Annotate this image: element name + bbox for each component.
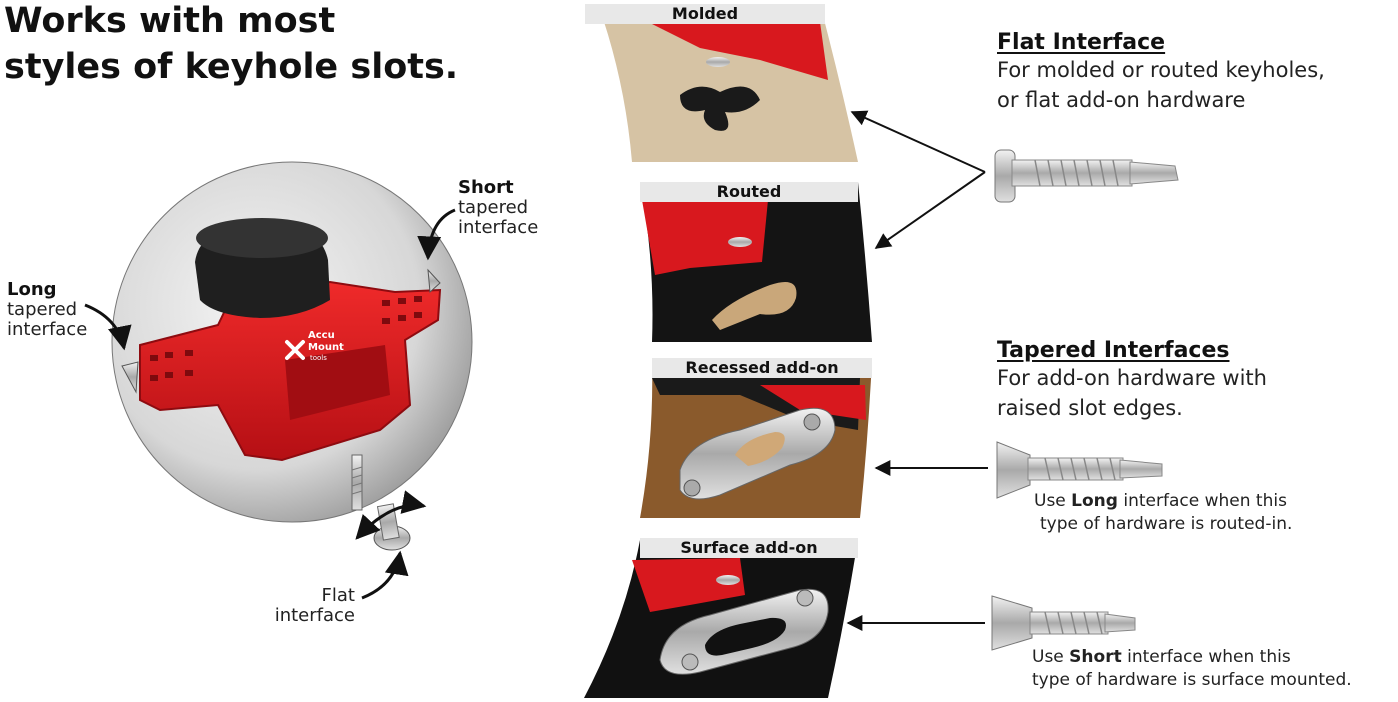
panel-routed xyxy=(640,182,872,342)
logo-text-3: tools xyxy=(310,354,327,362)
accumount-tool: Accu Mount tools xyxy=(121,218,442,551)
flat-interface-desc-2: or flat add-on hardware xyxy=(997,88,1246,112)
long-tapered-screw-image xyxy=(996,441,1163,499)
headline: Works with most styles of keyhole slots. xyxy=(4,0,458,90)
tapered-interfaces-desc-1: For add-on hardware with xyxy=(997,366,1267,390)
flat-screw-image xyxy=(994,149,1179,203)
logo-text-2: Mount xyxy=(308,342,344,353)
short-callout-bold: Short xyxy=(458,177,514,198)
panel-label-recessed: Recessed add-on xyxy=(652,358,872,378)
short-callout-arrow xyxy=(417,208,456,261)
panel-label-molded: Molded xyxy=(585,4,825,24)
short-note-pre: Use xyxy=(1032,647,1070,667)
short-callout-line3: interface xyxy=(458,217,539,238)
long-callout-line3: interface xyxy=(7,319,88,340)
flat-interface-section: Flat Interface For molded or routed keyh… xyxy=(997,30,1325,115)
short-note-line2: type of hardware is surface mounted. xyxy=(1032,670,1352,690)
tapered-interfaces-desc-2: raised slot edges. xyxy=(997,396,1183,420)
short-note: Use Short interface when this type of ha… xyxy=(1032,646,1352,692)
headline-line-1: Works with most xyxy=(4,1,336,41)
long-callout: Long tapered interface xyxy=(7,280,87,340)
flat-interface-title: Flat Interface xyxy=(997,30,1166,55)
short-tapered-screw-image xyxy=(991,595,1136,651)
panel-surface xyxy=(584,540,858,698)
long-note-pre: Use xyxy=(1034,491,1072,511)
panel-label-routed: Routed xyxy=(640,182,858,202)
accumount-logo: Accu Mount tools xyxy=(285,330,344,362)
tapered-interfaces-title: Tapered Interfaces xyxy=(997,338,1230,363)
flat-callout: Flat interface xyxy=(269,586,355,626)
flat-callout-arrow xyxy=(361,550,409,600)
short-note-post: interface when this xyxy=(1121,647,1291,667)
flat-callout-line1: Flat xyxy=(321,585,355,606)
long-note-line2: type of hardware is routed-in. xyxy=(1040,514,1293,534)
long-note-post: interface when this xyxy=(1117,491,1287,511)
headline-line-2: styles of keyhole slots. xyxy=(4,47,459,87)
panel-recessed xyxy=(640,360,872,518)
tapered-interfaces-section: Tapered Interfaces For add-on hardware w… xyxy=(997,338,1267,423)
short-callout-line2: tapered xyxy=(458,197,529,218)
flat-interface-desc-1: For molded or routed keyholes, xyxy=(997,58,1325,82)
flat-arrow-to-routed xyxy=(874,171,986,249)
long-note-bold: Long xyxy=(1071,491,1118,511)
long-callout-arrow xyxy=(84,303,132,351)
short-callout: Short tapered interface xyxy=(458,178,538,238)
short-note-bold: Short xyxy=(1069,647,1122,667)
panel-molded xyxy=(598,4,858,162)
panel-label-surface: Surface add-on xyxy=(640,538,858,558)
long-callout-bold: Long xyxy=(7,279,57,300)
logo-text-1: Accu xyxy=(308,330,335,341)
flat-callout-line2: interface xyxy=(274,605,355,626)
long-note: Use Long interface when this type of har… xyxy=(1034,490,1292,536)
flat-arrow-to-molded xyxy=(850,110,986,173)
long-callout-line2: tapered xyxy=(7,299,78,320)
